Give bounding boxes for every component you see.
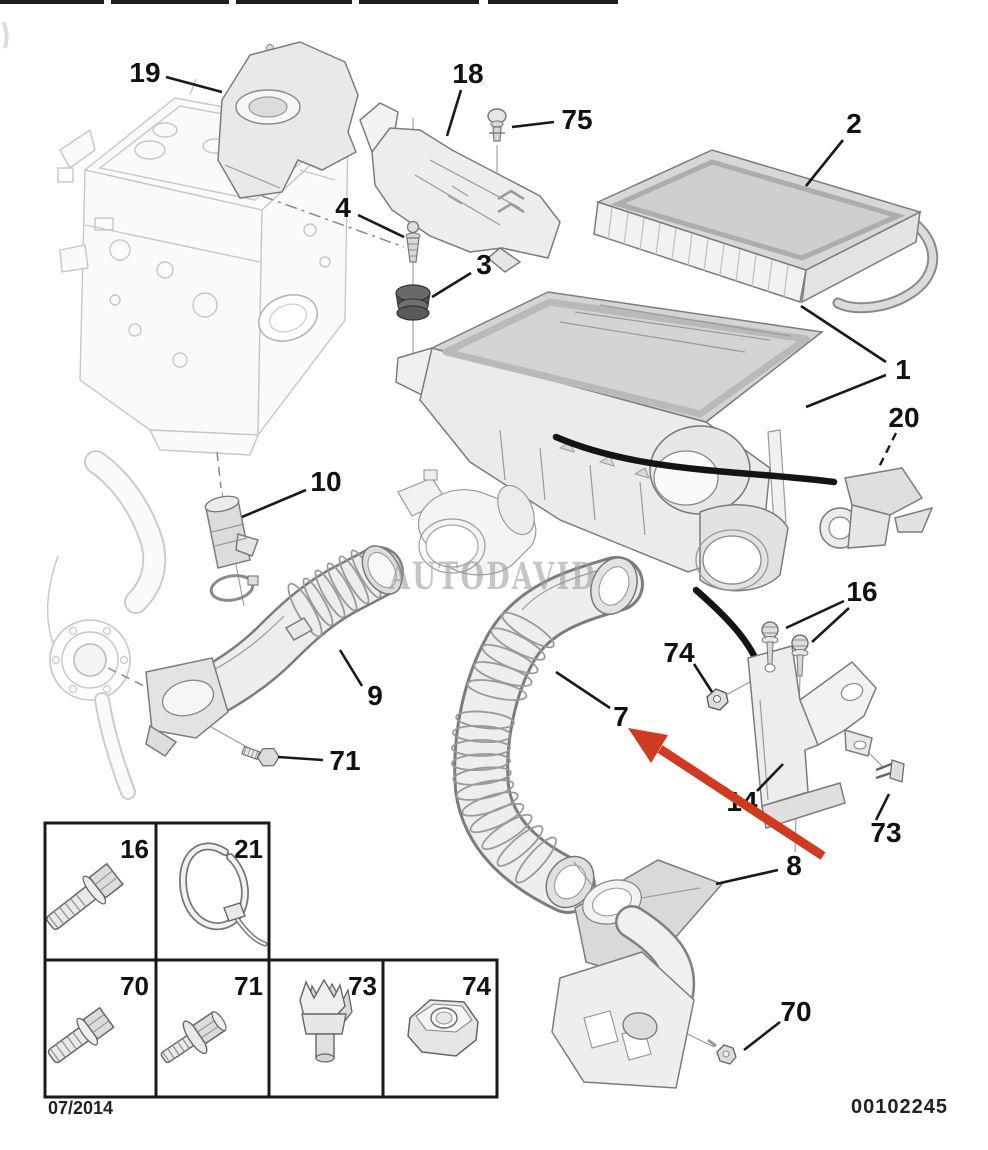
callout-70: 70 [780, 996, 811, 1027]
callout-4: 4 [335, 192, 351, 223]
table-item-nut-74 [407, 999, 479, 1057]
part-16-bolt-b [791, 634, 809, 677]
callout-16: 16 [846, 576, 877, 607]
document-number: 00102245 [851, 1096, 948, 1118]
callout-20: 20 [888, 402, 919, 433]
table-cell-label-71: 71 [234, 971, 263, 1001]
part-4-screw [405, 220, 421, 263]
part-10-sensor [204, 495, 259, 602]
hose7-lower-bellows [451, 710, 557, 884]
part-20-support-clamp [819, 467, 934, 549]
part-14-bracket-assembly [706, 621, 905, 853]
part-7-air-intake-hose [451, 556, 644, 914]
table-cell-label-70: 70 [120, 971, 149, 1001]
part-16-bolt-a [761, 621, 779, 665]
callout-10: 10 [310, 466, 341, 497]
callout-74: 74 [663, 637, 695, 668]
part-70-bolt-diagram [707, 1038, 737, 1065]
callout-9: 9 [367, 680, 383, 711]
callout-2: 2 [846, 108, 862, 139]
part-2-air-filter-element [593, 149, 939, 314]
table-item-bolt-70 [47, 1006, 115, 1064]
part-8-air-inlet-assembly [551, 859, 737, 1089]
table-item-bolt-16 [46, 862, 124, 930]
part-73-clip-diagram [875, 759, 905, 783]
fastener-inset-table: 16 21 70 71 73 74 [43, 821, 499, 1099]
callout-75: 75 [561, 104, 592, 135]
part-71-bolt-diagram [241, 745, 280, 767]
part-75-clip [487, 108, 507, 142]
top-edge-strip [0, 0, 618, 4]
housing-clips [558, 441, 650, 479]
callout-8: 8 [786, 850, 802, 881]
corner-artifact [1, 21, 9, 49]
table-cell-label-16: 16 [120, 834, 149, 864]
filter-pleats [607, 207, 789, 298]
citroen-chevrons-logo [497, 189, 525, 214]
callout-73: 73 [870, 817, 901, 848]
red-arrow-head [628, 728, 668, 763]
watermark-text: AUTODAVID [388, 554, 597, 598]
leader-lines [165, 75, 898, 1052]
date-code: 07/2014 [48, 1098, 113, 1118]
callout-71: 71 [329, 745, 360, 776]
table-item-cable-tie-21 [179, 842, 268, 947]
red-pointer-arrow [628, 728, 826, 860]
callout-18: 18 [452, 58, 483, 89]
table-cell-label-74: 74 [462, 971, 491, 1001]
callout-7: 7 [613, 701, 629, 732]
table-cell-label-73: 73 [348, 971, 377, 1001]
part-18-air-guide [359, 102, 561, 273]
hose7-upper-bellows [466, 611, 555, 701]
turbo-manifold-drawing [46, 450, 167, 800]
part-9-air-inlet-duct [145, 545, 404, 757]
part-19-bracket [217, 41, 359, 199]
part-3-grommet [395, 284, 431, 321]
table-item-clip-73 [299, 978, 353, 1063]
part-74-nut-diagram [706, 688, 729, 711]
table-item-bolt-71 [160, 1010, 227, 1064]
red-arrow-shaft [657, 745, 826, 860]
table-cell-label-21: 21 [234, 834, 263, 864]
part-1-air-cleaner-housing [395, 291, 824, 592]
callout-3: 3 [476, 249, 492, 280]
callout-19: 19 [129, 57, 160, 88]
maf-sensor [397, 469, 537, 576]
callout-1: 1 [895, 354, 911, 385]
